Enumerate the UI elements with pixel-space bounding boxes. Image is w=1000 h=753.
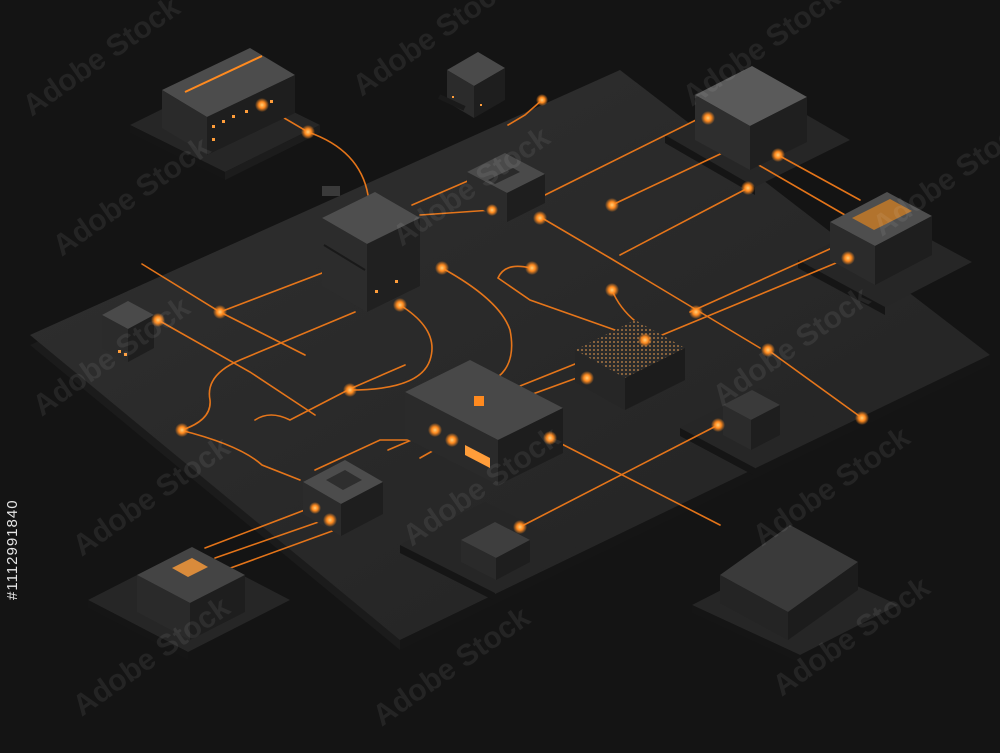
block-bottom-center (461, 522, 530, 580)
circuit-wires (141, 99, 863, 571)
server-rack-top-left (162, 48, 295, 155)
server-main-left (322, 186, 420, 312)
main-board (30, 70, 990, 650)
glowing-nodes (151, 94, 869, 534)
storage-unit-bottom-right (720, 525, 858, 640)
router-top-center (438, 52, 505, 118)
cpu-module-bottom-left (137, 547, 245, 640)
small-cube-right (723, 390, 780, 450)
stock-id-label: #1112991840 (4, 499, 21, 600)
module-left (102, 301, 154, 362)
processor-chip-center-right (575, 320, 685, 410)
